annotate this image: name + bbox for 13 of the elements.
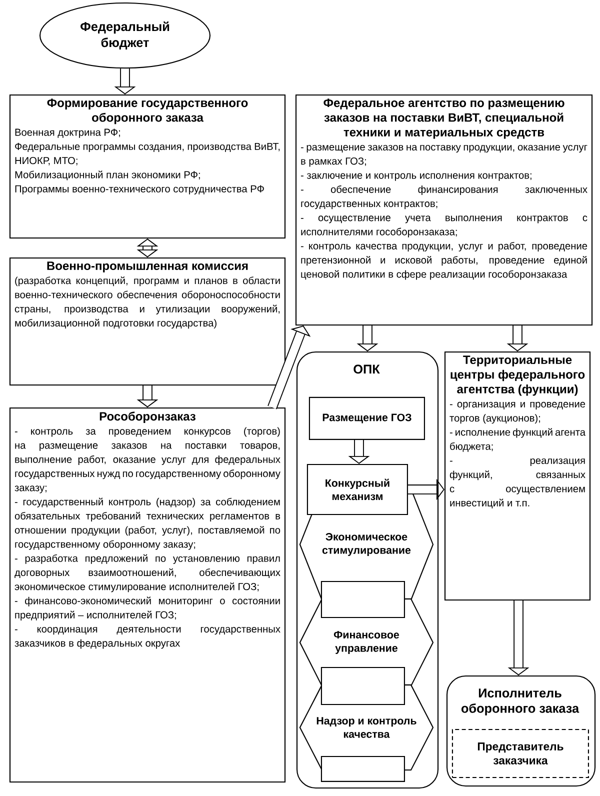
process-box: Федеральное агентство по размещению заказов на поставки ВиВТ, специальной техники и материальных средств - размещение заказов на поставку продукции, оказание услуг в рамках ГОЗ; - заключение и контроль исполнения контрактов; - обеспечение финансирования заключенных государственных контрактов; - осуществление учета выполнения контрактов с исполнителями гособоронзаказа; - контроль качества продукции, услуг и работ, проведение претензионной и исковой работы, проведение единой ценовой политики в сфере реализации гособоронзаказа [295,94,593,326]
ellipse-node: Федеральный бюджет [39,2,211,69]
process-box: Размещение ГОЗ [308,396,425,440]
process-box: Рособоронзаказ - контроль за проведением конкурсов (торгов) на размещение заказов на поставки товаров, выполнение работ, оказание услуг для федеральных государственных нужд по государственному оборонному заказу; - государственный контроль (надзор) за соблюдением обязательных требований технических регламентов в отношении продукции (работ, услуг), поставляемой по государственному оборонному заказу; - разработка предложений по установлению правил договорных взаимоотношений, обеспечивающих экономическое стимулирование исполнителей ГОЗ; - финансово-экономический мониторинг о состоянии предприятий – исполнителей ГОЗ; - координация деятельности государственных заказчиков в федеральных округах [9,407,286,783]
empty-box [320,666,405,706]
empty-box [320,580,405,618]
dashed-box: Представитель заказчика [452,728,589,778]
process-box: Формирование государственного оборонного заказа Военная доктрина РФ; Федеральные программы создания, производства ВиВТ, НИОКР, МТО; Мобилизационный план экономики РФ; Программы военно-технического сотрудничества РФ [9,94,286,239]
process-box: Конкурсный механизм [306,464,408,515]
process-box: Военно-промышленная комиссия (разработка концепций, программ и планов в области военно-технического обеспечения обороноспособности страны, производства и утилизации вооружений, мобилизационной подготовки государства) [9,257,286,386]
empty-box [320,756,405,782]
process-box: Территориальные центры федерального агентства (функции) - организация и проведение торгов (аукционов); - исполнение функций агента бюджета; - реализация функций, связанных с осуществлением инвестиций и т.п. [444,351,591,601]
block-arrow [136,238,158,258]
